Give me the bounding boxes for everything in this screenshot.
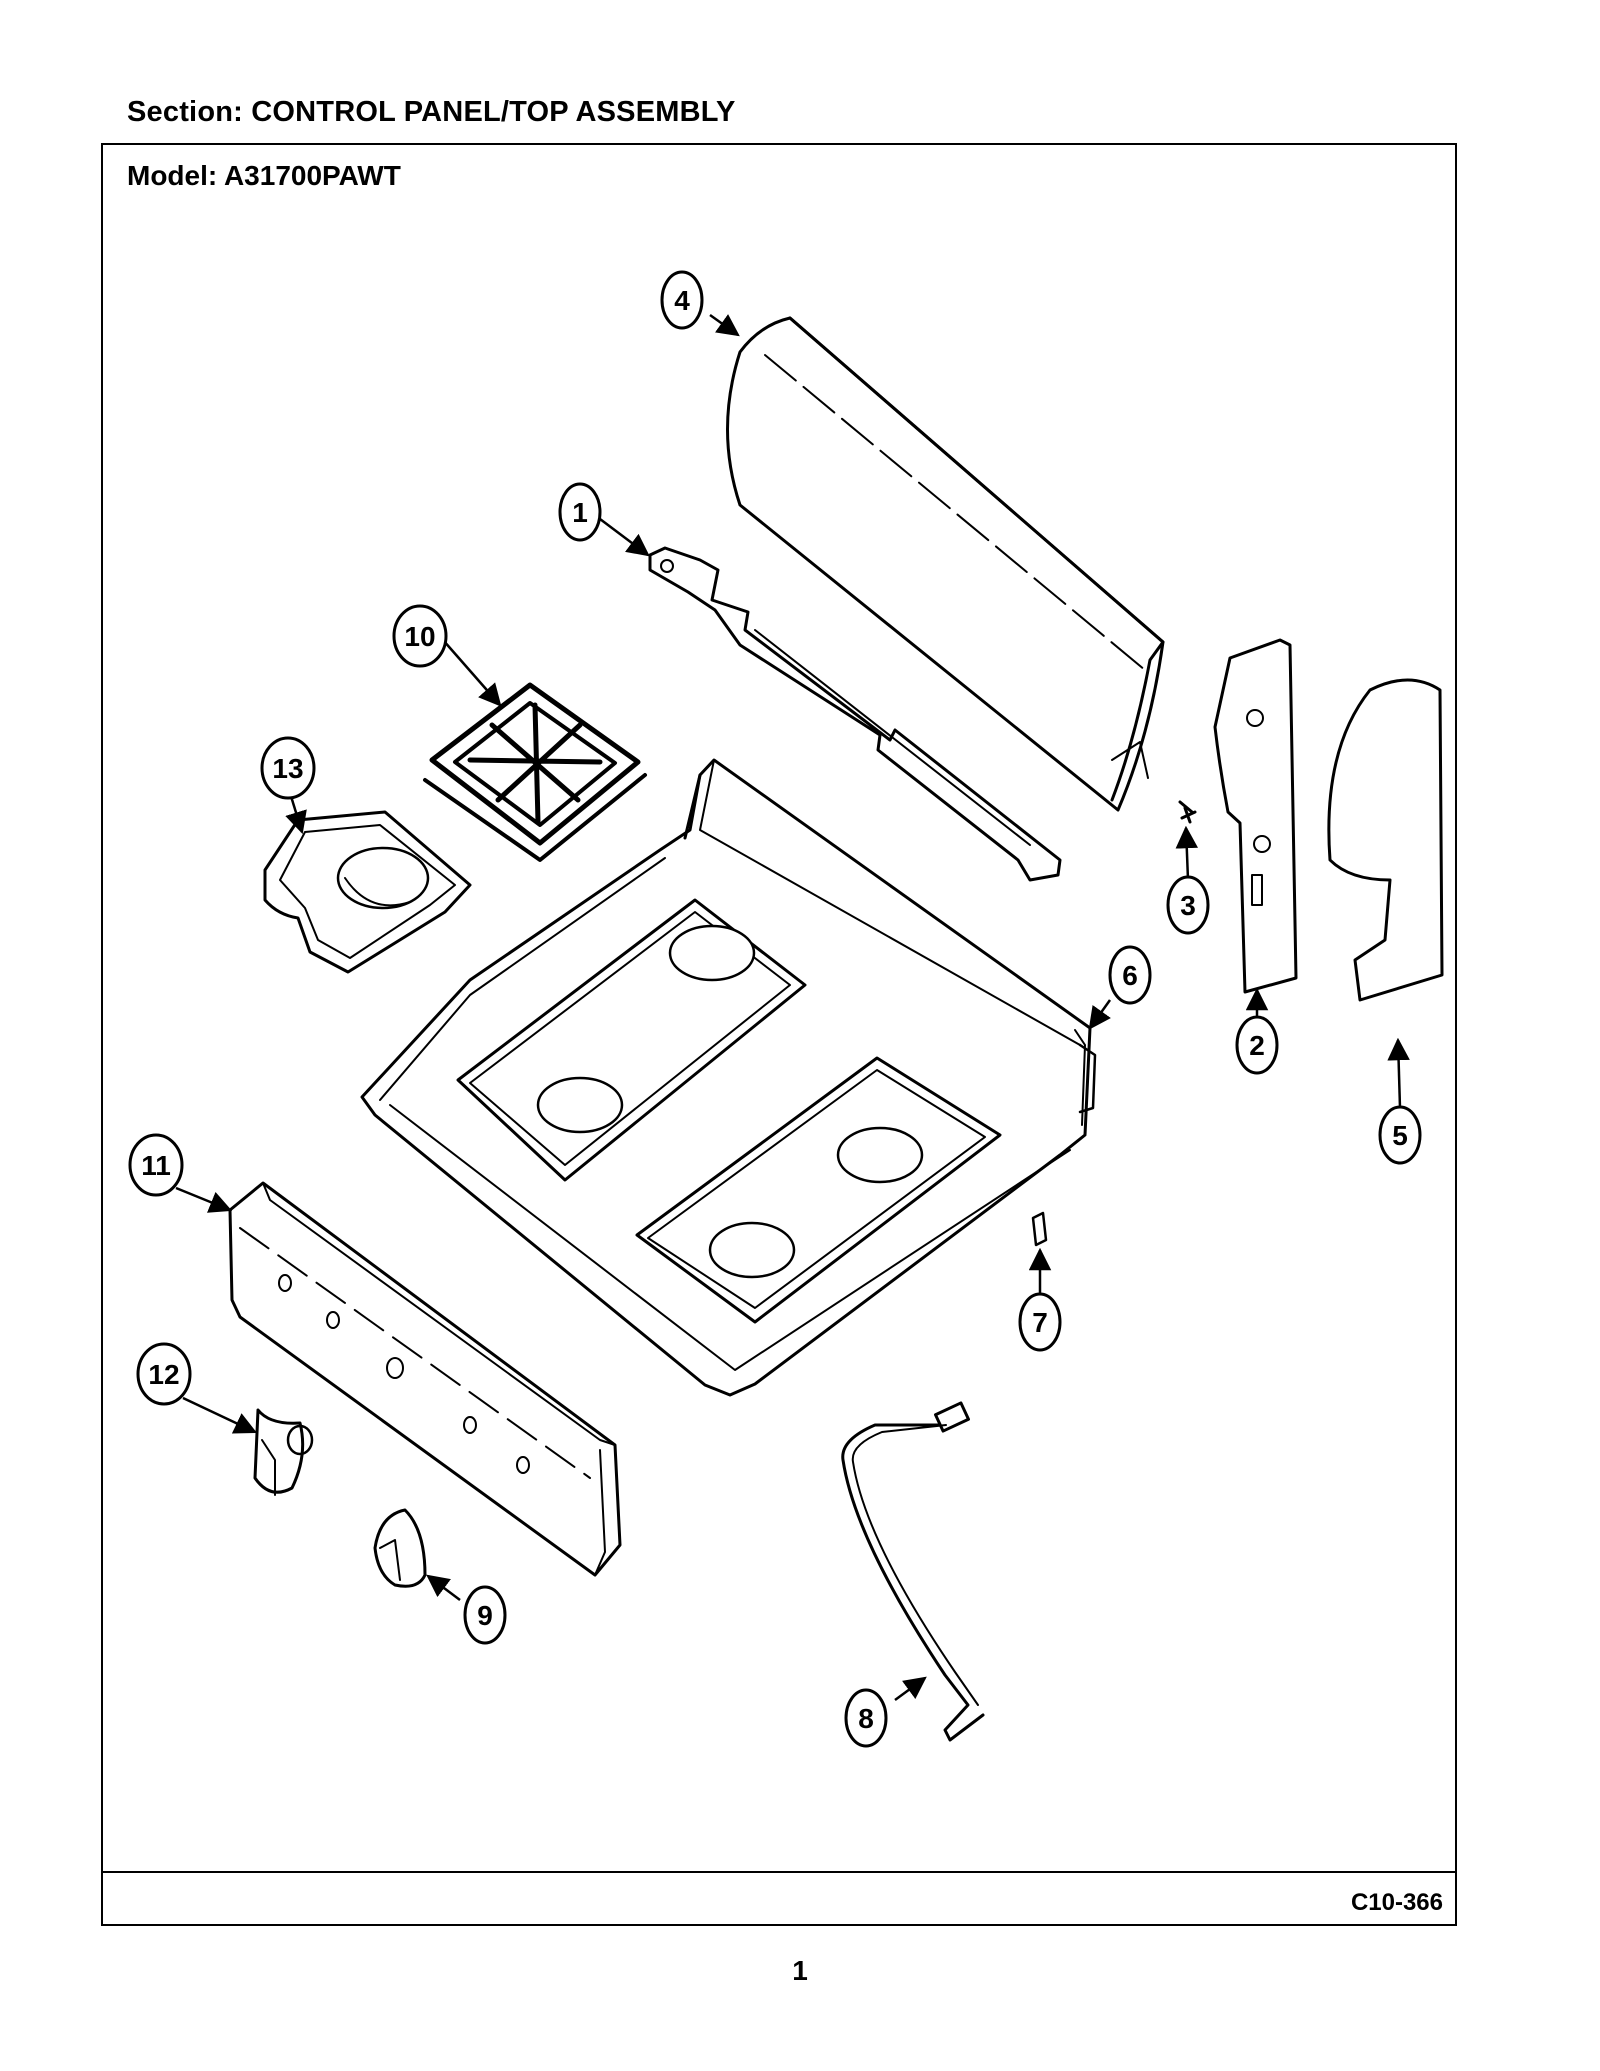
callout-10-label: 10 bbox=[404, 621, 435, 652]
callout-5: 5 bbox=[1378, 1105, 1422, 1165]
callout-1: 1 bbox=[558, 482, 602, 542]
callout-12: 12 bbox=[136, 1342, 192, 1406]
callout-13-label: 13 bbox=[272, 753, 303, 784]
part-control-panel bbox=[228, 1181, 622, 1577]
callout-leaders bbox=[175, 313, 1410, 1702]
part-rear-bracket bbox=[648, 546, 1062, 882]
callout-9: 9 bbox=[463, 1585, 507, 1645]
part-knob bbox=[373, 1508, 427, 1588]
callout-12-label: 12 bbox=[148, 1359, 179, 1390]
callout-13: 13 bbox=[260, 736, 316, 800]
callout-8-label: 8 bbox=[858, 1703, 874, 1734]
model-title: Model: A31700PAWT bbox=[127, 160, 401, 191]
footer-divider bbox=[103, 1871, 1455, 1873]
callout-9-label: 9 bbox=[477, 1600, 493, 1631]
callout-group: 1 2 3 4 5 6 7 8 bbox=[128, 270, 1422, 1748]
part-backguard bbox=[726, 316, 1165, 812]
callout-6-label: 6 bbox=[1122, 960, 1138, 991]
diagram-frame: Model: A31700PAWT C10-366 bbox=[101, 143, 1457, 1926]
callout-4-label: 4 bbox=[674, 285, 690, 316]
part-side-clip bbox=[1078, 1043, 1097, 1114]
part-pin bbox=[1031, 1211, 1048, 1247]
part-burner-bowl bbox=[263, 810, 472, 974]
section-title: Section: CONTROL PANEL/TOP ASSEMBLY bbox=[127, 96, 736, 128]
diagram-code: C10-366 bbox=[1350, 1889, 1443, 1916]
callout-2: 2 bbox=[1235, 1015, 1279, 1075]
part-fastener bbox=[1178, 800, 1197, 824]
page-number: 1 bbox=[792, 1955, 808, 1986]
callout-7-label: 7 bbox=[1032, 1307, 1048, 1338]
part-knob-small bbox=[253, 1408, 314, 1496]
callout-5-label: 5 bbox=[1392, 1120, 1408, 1151]
part-grate bbox=[423, 682, 647, 862]
part-end-cap bbox=[1327, 678, 1444, 1002]
callout-8: 8 bbox=[844, 1688, 888, 1748]
part-cooktop bbox=[360, 758, 1092, 1397]
callout-1-label: 1 bbox=[572, 497, 588, 528]
callout-6: 6 bbox=[1108, 945, 1152, 1005]
part-wire-rod bbox=[841, 1401, 985, 1742]
callout-2-label: 2 bbox=[1249, 1030, 1265, 1061]
callout-10: 10 bbox=[392, 604, 448, 668]
callout-11: 11 bbox=[128, 1133, 184, 1197]
callout-3-label: 3 bbox=[1180, 890, 1196, 921]
part-side-trim bbox=[1213, 638, 1298, 994]
callout-11-label: 11 bbox=[141, 1150, 171, 1181]
callout-3: 3 bbox=[1166, 875, 1210, 935]
callout-4: 4 bbox=[660, 270, 704, 330]
callout-7: 7 bbox=[1018, 1292, 1062, 1352]
